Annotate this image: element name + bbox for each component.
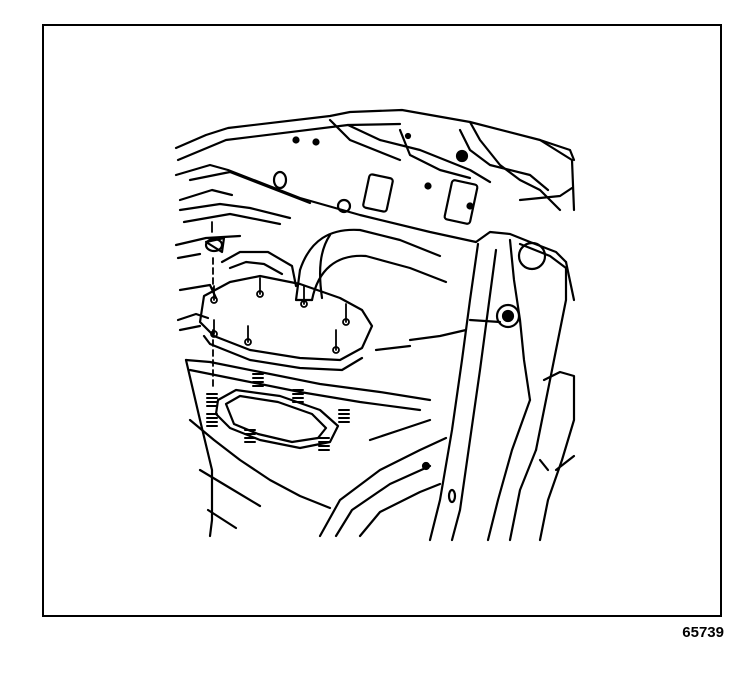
figure-frame — [42, 24, 722, 617]
access-cover-plate — [198, 236, 374, 372]
fastener-screws — [210, 221, 350, 391]
figure-number: 65739 — [682, 624, 724, 641]
spring-clip-nuts — [206, 373, 350, 451]
rocker-sill — [318, 370, 576, 542]
right-pillar — [374, 230, 568, 542]
floor-pan-with-opening — [184, 358, 432, 538]
left-floor-rails — [174, 202, 292, 332]
rear-upper-panel — [174, 108, 576, 244]
upper-right-frame — [518, 138, 576, 302]
